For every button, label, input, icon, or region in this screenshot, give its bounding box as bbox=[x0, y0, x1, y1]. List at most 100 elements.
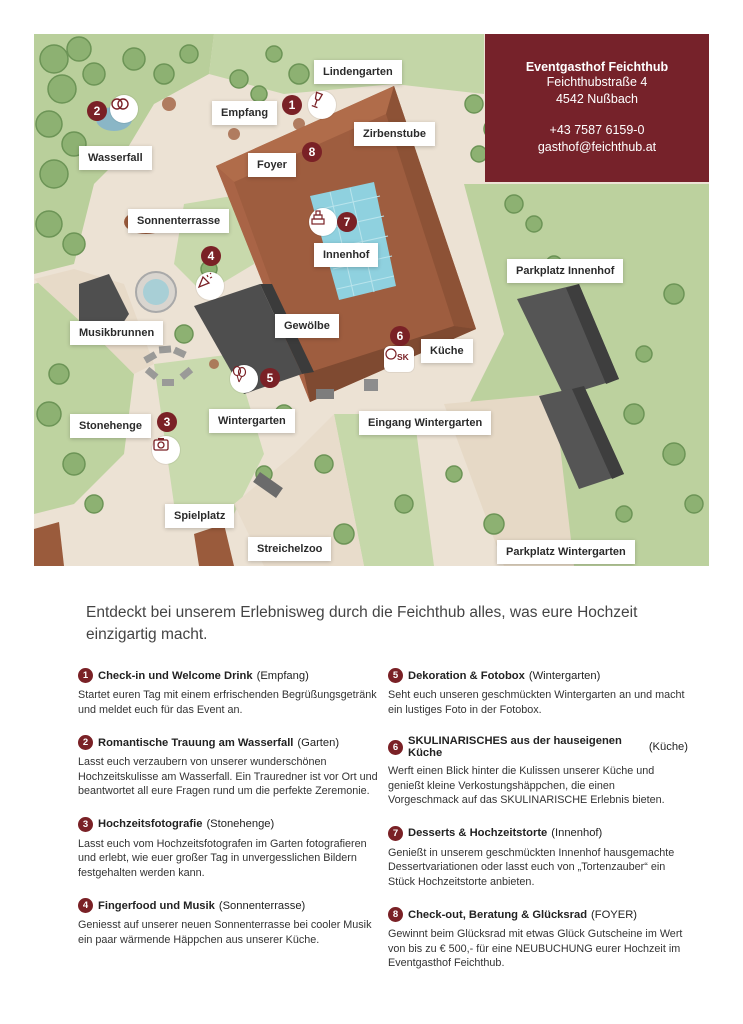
station-location: (Küche) bbox=[648, 741, 688, 753]
station-location: (Innenhof) bbox=[551, 827, 603, 839]
label-empfang: Empfang bbox=[212, 101, 278, 125]
station-title: Hochzeitsfotografie bbox=[98, 818, 203, 830]
station-location: (Garten) bbox=[297, 736, 340, 749]
intro-text: Entdeckt bei unserem Erlebnisweg durch d… bbox=[86, 604, 638, 643]
station-4: 4 Fingerfood und Musik(Sonnenterrasse) Ge… bbox=[78, 898, 378, 947]
marker-4: 4 bbox=[201, 246, 221, 266]
stations-right-column: 5 Dekoration & Fotobox(Wintergarten) Seht… bbox=[388, 668, 688, 989]
lawn-west bbox=[34, 274, 134, 514]
lawn-south bbox=[334, 414, 434, 566]
station-location: (Stonehenge) bbox=[206, 818, 275, 830]
fountain-water bbox=[143, 279, 169, 305]
station-location: (FOYER) bbox=[591, 908, 638, 921]
venue-name: Eventgasthof Feichthub bbox=[525, 60, 669, 74]
marker-8: 8 bbox=[302, 142, 322, 162]
balloons-icon bbox=[230, 365, 258, 393]
label-sonnenterrasse: Sonnenterrasse bbox=[128, 209, 230, 233]
station-location: (Wintergarten) bbox=[528, 669, 601, 682]
station-description: Seht euch unseren geschmückten Wintergar… bbox=[388, 689, 685, 716]
station-number: 6 bbox=[388, 739, 403, 755]
camera-icon bbox=[152, 436, 180, 464]
station-title: Fingerfood und Musik bbox=[98, 899, 215, 912]
label-foyer: Foyer bbox=[248, 153, 296, 177]
roof-east-face bbox=[386, 86, 476, 329]
parking-building-side bbox=[566, 284, 619, 384]
label-gewoelbe: Gewölbe bbox=[275, 314, 339, 338]
station-title: Check-out, Beratung & Glücksrad bbox=[408, 908, 588, 921]
station-6: 6 SKULINARISCHES aus der hauseigenen Küch… bbox=[388, 735, 688, 808]
parking-building-innenhof bbox=[517, 284, 619, 396]
label-innenhof: Innenhof bbox=[314, 243, 379, 267]
venue-city: 4542 Nußbach bbox=[555, 92, 638, 106]
champagne-glass-icon bbox=[308, 91, 336, 119]
label-lindengarten: Lindengarten bbox=[314, 60, 402, 84]
venue-email[interactable]: gasthof@feichthub.at bbox=[537, 140, 657, 154]
wedding-rings-icon bbox=[110, 95, 138, 123]
station-location: (Sonnenterrasse) bbox=[218, 899, 306, 912]
label-musikbrunnen: Musikbrunnen bbox=[70, 321, 164, 345]
station-description: Werft einen Blick hinter die Kulissen un… bbox=[388, 765, 665, 806]
venue-phone[interactable]: +43 7587 6159-0 bbox=[549, 123, 645, 137]
entrance-block bbox=[316, 389, 334, 399]
station-description: Genießt in unserem geschmückten Innenhof… bbox=[388, 846, 675, 888]
station-number: 4 bbox=[78, 898, 93, 913]
path-south bbox=[234, 414, 364, 566]
station-title: SKULINARISCHES aus der hauseigenen Küche bbox=[408, 735, 622, 759]
station-number: 8 bbox=[388, 907, 403, 922]
label-kueche: Küche bbox=[421, 339, 473, 363]
wedding-cake-icon bbox=[309, 208, 337, 236]
marker-1: 1 bbox=[282, 95, 302, 115]
label-eingang-wintergarten: Eingang Wintergarten bbox=[359, 411, 492, 435]
station-title: Check-in und Welcome Drink bbox=[98, 669, 253, 682]
station-number: 2 bbox=[78, 735, 93, 750]
stonehenge-stones bbox=[143, 345, 194, 386]
marker-3: 3 bbox=[157, 412, 177, 432]
marker-2: 2 bbox=[87, 101, 107, 121]
label-wasserfall: Wasserfall bbox=[79, 146, 152, 170]
station-location: (Empfang) bbox=[256, 669, 309, 682]
playground-shed bbox=[253, 472, 283, 498]
road-east bbox=[444, 394, 574, 566]
barn-west bbox=[34, 522, 64, 566]
label-spielplatz: Spielplatz bbox=[165, 504, 235, 528]
label-wintergarten: Wintergarten bbox=[209, 409, 295, 433]
station-description: Geniesst auf unserer neuen Sonnenterrass… bbox=[78, 919, 372, 946]
venue-street: Feichthubstraße 4 bbox=[546, 75, 648, 89]
station-3: 3 Hochzeitsfotografie(Stonehenge) Lasst e… bbox=[78, 816, 378, 881]
station-description: Startet euren Tag mit einem erfrischende… bbox=[78, 689, 377, 716]
marker-6: 6 bbox=[390, 326, 410, 346]
parking-building-side bbox=[572, 386, 624, 479]
label-streichelzoo: Streichelzoo bbox=[248, 537, 332, 561]
marker-7: 7 bbox=[337, 212, 357, 232]
station-title: Romantische Trauung am Wasserfall bbox=[98, 736, 294, 749]
station-description: Gewinnt beim Glücksrad mit etwas Glück G… bbox=[388, 928, 683, 969]
station-number: 1 bbox=[78, 668, 93, 683]
station-description: Lasst euch vom Hochzeitsfotografen im Ga… bbox=[78, 837, 367, 879]
station-5: 5 Dekoration & Fotobox(Wintergarten) Seht… bbox=[388, 668, 688, 717]
station-number: 3 bbox=[78, 816, 93, 832]
lawn-southwest bbox=[154, 354, 264, 514]
station-title: Desserts & Hochzeitstorte bbox=[408, 827, 548, 839]
label-parkplatz-innenhof: Parkplatz Innenhof bbox=[507, 259, 624, 283]
station-number: 7 bbox=[388, 825, 403, 841]
skulinarisches-logo-icon: SK bbox=[384, 346, 414, 372]
station-1: 1 Check-in und Welcome Drink(Empfang) Sta… bbox=[78, 668, 378, 717]
wintergarten-roof bbox=[194, 284, 302, 394]
contact-infobox: Eventgasthof Feichthub Feichthubstraße 4… bbox=[485, 34, 709, 182]
station-title: Dekoration & Fotobox bbox=[408, 669, 525, 682]
stations-left-column: 1 Check-in und Welcome Drink(Empfang) Sta… bbox=[78, 668, 378, 965]
label-parkplatz-wintergarten: Parkplatz Wintergarten bbox=[497, 540, 635, 564]
party-popper-icon bbox=[196, 272, 224, 300]
station-description: Lasst euch verzaubern von unserer wunder… bbox=[78, 756, 378, 797]
skulinarisches-logo-text: SK bbox=[397, 352, 409, 362]
entrance-block bbox=[364, 379, 378, 391]
station-7: 7 Desserts & Hochzeitstorte(Innenhof) Gen… bbox=[388, 825, 688, 890]
label-zirbenstube: Zirbenstube bbox=[354, 122, 435, 146]
station-2: 2 Romantische Trauung am Wasserfall(Garte… bbox=[78, 735, 378, 799]
station-number: 5 bbox=[388, 668, 403, 683]
marker-5: 5 bbox=[260, 368, 280, 388]
parking-building-wintergarten bbox=[539, 386, 624, 489]
petting-zoo-barn bbox=[194, 524, 234, 566]
label-stonehenge: Stonehenge bbox=[70, 414, 151, 438]
